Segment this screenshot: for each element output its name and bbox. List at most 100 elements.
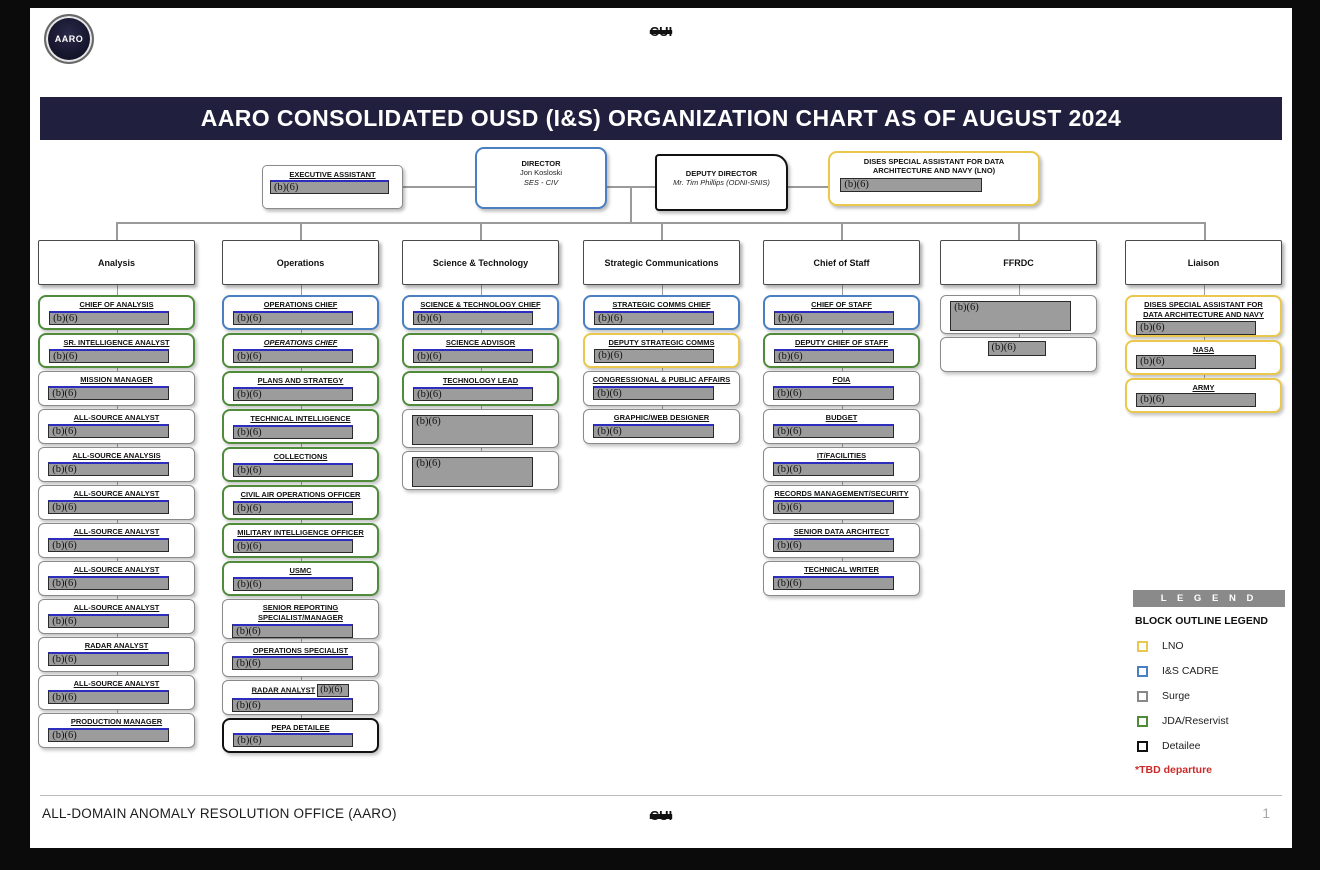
org-box-dises-special-assistant-for-data-architect: DISES SPECIAL ASSISTANT FOR DATA ARCHITE… xyxy=(1125,295,1282,337)
box-title: STRATEGIC COMMS CHIEF xyxy=(612,300,711,309)
redaction-bar: (b)(6) xyxy=(413,386,533,401)
org-box-operations-specialist: OPERATIONS SPECIALIST(b)(6) xyxy=(222,641,379,677)
redaction-label: (b)(6) xyxy=(417,350,442,362)
legend-item-label: Surge xyxy=(1162,690,1191,702)
redaction-bar: (b)(6) xyxy=(773,537,895,552)
org-box-redacted: (b)(6) xyxy=(402,409,559,448)
redaction-label: (b)(6) xyxy=(237,540,262,552)
redaction-label: (b)(6) xyxy=(844,178,869,190)
redaction-bar: (b)(6) xyxy=(48,385,170,400)
box-title: TECHNOLOGY LEAD xyxy=(442,376,519,385)
redaction-label: (b)(6) xyxy=(52,577,77,589)
redaction-bar: (b)(6) xyxy=(413,310,533,325)
redaction-label: (b)(6) xyxy=(52,653,77,665)
redaction-label: (b)(6) xyxy=(236,699,261,711)
redaction-label: (b)(6) xyxy=(237,426,262,438)
box-title: PLANS AND STRATEGY xyxy=(257,376,344,385)
org-box-strategic-comms-chief: STRATEGIC COMMS CHIEF (b)(6) xyxy=(583,295,740,330)
org-box-congressional-public-affairs: CONGRESSIONAL & PUBLIC AFFAIRS(b)(6) xyxy=(583,371,740,406)
box-title: ALL-SOURCE ANALYST xyxy=(73,413,160,422)
redaction-bar: (b)(6) xyxy=(773,499,895,514)
redaction-label: (b)(6) xyxy=(52,615,77,627)
box-title: DIRECTOR xyxy=(521,159,561,168)
org-box-army: ARMY (b)(6) xyxy=(1125,377,1282,413)
logo-text: AARO xyxy=(54,34,84,44)
redaction-bar: (b)(6) xyxy=(48,727,170,742)
redaction-bar: (b)(6) xyxy=(233,462,353,477)
box-title: SR. INTELLIGENCE ANALYST xyxy=(63,338,170,347)
redaction-bar: (b)(6) xyxy=(233,733,353,748)
column-header-science-technology: Science & Technology xyxy=(402,240,559,285)
org-box-chief-of-analysis: CHIEF OF ANALYSIS(b)(6) xyxy=(38,295,195,330)
box-title: ALL-SOURCE ANALYST xyxy=(73,489,160,498)
box-title: CHIEF OF STAFF xyxy=(811,300,872,309)
box-title: ALL-SOURCE ANALYST xyxy=(73,679,160,688)
aaro-logo-icon: AARO xyxy=(44,14,94,64)
column-header-ffrdc: FFRDC xyxy=(940,240,1097,285)
box-title: SENIOR REPORTING SPECIALIST/MANAGER xyxy=(257,603,343,622)
box-title: ALL-SOURCE ANALYST xyxy=(73,527,160,536)
redaction-label: (b)(6) xyxy=(598,349,623,361)
redaction-bar: (b)(6) xyxy=(232,697,354,712)
redaction-label: (b)(6) xyxy=(1140,394,1165,406)
redaction-label: (b)(6) xyxy=(237,578,262,590)
org-box-all-source-analyst: ALL-SOURCE ANALYST(b)(6) xyxy=(38,409,195,444)
legend-item-detailee: Detailee xyxy=(1137,740,1285,752)
redaction-label: (b)(6) xyxy=(417,388,442,400)
redaction-label: (b)(6) xyxy=(237,350,262,362)
redaction-label: (b)(6) xyxy=(52,729,77,741)
box-title: ARMY xyxy=(1192,382,1215,392)
classification-marking-top: CUI xyxy=(649,24,673,39)
redaction-bar: (b)(6) xyxy=(48,689,170,704)
redaction-bar: (b)(6) xyxy=(48,651,170,666)
box-title: RADAR ANALYST xyxy=(84,641,149,650)
footer-divider xyxy=(40,795,1282,796)
org-box-senior-reporting-specialist-manager: SENIOR REPORTING SPECIALIST/MANAGER(b)(6… xyxy=(222,599,379,639)
redaction-bar: (b)(6) xyxy=(774,348,894,363)
redaction-bar: (b)(6) xyxy=(232,656,354,671)
legend-swatch-jda-reservist-icon xyxy=(1137,715,1148,727)
redaction-bar: (b)(6) xyxy=(233,538,353,553)
org-box-it-facilities: IT/FACILITIES(b)(6) xyxy=(763,447,920,482)
box-title: MISSION MANAGER xyxy=(80,375,153,384)
redaction-bar: (b)(6) xyxy=(773,461,895,476)
box-title: OPERATIONS CHIEF xyxy=(263,300,338,309)
org-box-senior-data-architect: SENIOR DATA ARCHITECT(b)(6) xyxy=(763,523,920,558)
redaction-label: (b)(6) xyxy=(237,312,262,324)
org-box-redacted: (b)(6) xyxy=(402,451,559,490)
classification-marking-bottom: CUI xyxy=(649,808,673,823)
redaction-label: (b)(6) xyxy=(53,350,78,362)
footer-office-name: ALL-DOMAIN ANOMALY RESOLUTION OFFICE (AA… xyxy=(42,806,397,821)
redaction-bar: (b)(6) xyxy=(1136,393,1256,408)
redaction-label: (b)(6) xyxy=(598,312,623,324)
box-title: DISES SPECIAL ASSISTANT FOR DATA ARCHITE… xyxy=(863,157,1005,176)
box-title: DEPUTY STRATEGIC COMMS xyxy=(608,338,715,347)
redaction-bar: (b)(6) xyxy=(233,424,353,439)
box-title: CIVIL AIR OPERATIONS OFFICER xyxy=(240,490,361,499)
legend-item-i-s-cadre: I&S CADRE xyxy=(1137,665,1285,677)
org-box-all-source-analyst: ALL-SOURCE ANALYST(b)(6) xyxy=(38,485,195,520)
legend-swatch-surge-icon xyxy=(1137,690,1148,702)
org-box-director: DIRECTOR Jon Kosloski SES - CIV xyxy=(475,147,607,209)
legend-item-jda-reservist: JDA/Reservist xyxy=(1137,715,1285,727)
redaction-label: (b)(6) xyxy=(777,539,802,551)
redaction-label: (b)(6) xyxy=(1140,321,1165,333)
page-number: 1 xyxy=(1262,805,1270,821)
box-title: SCIENCE & TECHNOLOGY CHIEF xyxy=(420,300,541,309)
redaction-bar: (b)(6) xyxy=(48,575,170,590)
org-box-chief-of-staff: CHIEF OF STAFF(b)(6) xyxy=(763,295,920,330)
redaction-label: (b)(6) xyxy=(52,463,77,475)
redaction-bar: (b)(6) xyxy=(594,348,714,363)
redaction-bar: (b)(6) xyxy=(48,499,170,514)
org-box-executive-assistant: EXECUTIVE ASSISTANT (b)(6) xyxy=(262,165,403,209)
box-title: DEPUTY CHIEF OF STAFF xyxy=(794,338,889,347)
redaction-label: (b)(6) xyxy=(991,342,1017,353)
redaction-bar: (b)(6) xyxy=(48,537,170,552)
org-box-all-source-analysis: ALL-SOURCE ANALYSIS(b)(6) xyxy=(38,447,195,482)
org-box-graphic-web-designer: GRAPHIC/WEB DESIGNER(b)(6) xyxy=(583,409,740,444)
